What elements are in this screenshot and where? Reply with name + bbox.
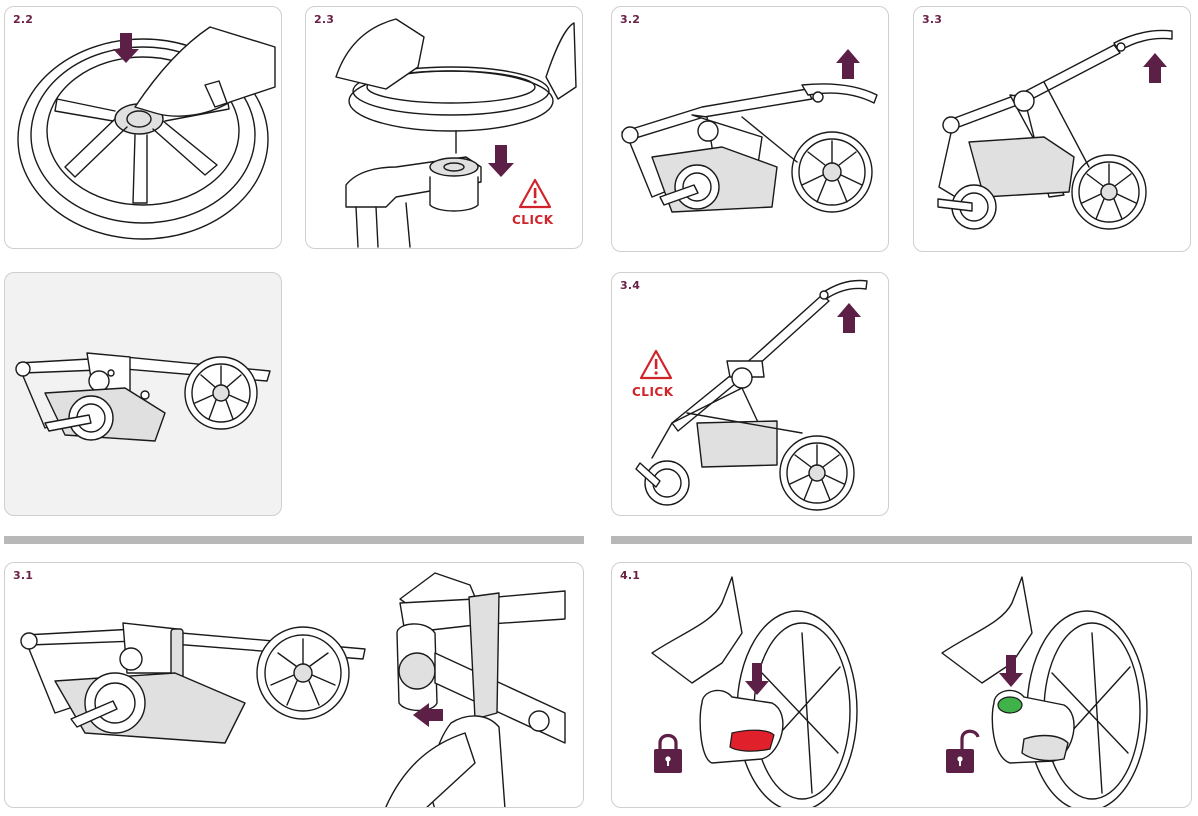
panel-step-4-1: 4.1 xyxy=(611,562,1192,808)
panel-step-3-3: 3.3 xyxy=(913,6,1191,252)
step-label: 3.4 xyxy=(620,279,641,292)
section-divider-right xyxy=(611,536,1192,544)
down-arrow-icon xyxy=(745,663,769,695)
strap-release-illustration xyxy=(20,572,566,807)
step-label: 2.2 xyxy=(13,13,34,26)
step-label: 4.1 xyxy=(620,569,641,582)
warning-triangle-icon xyxy=(639,349,673,380)
step-label: 3.2 xyxy=(620,13,641,26)
brake-illustration xyxy=(651,576,1148,807)
up-arrow-icon xyxy=(836,49,860,79)
step-label: 3.3 xyxy=(922,13,943,26)
panel-step-3-1: 3.1 xyxy=(4,562,584,808)
stroller-unfolded-illustration xyxy=(635,279,868,511)
stroller-unfolding-illustration xyxy=(937,29,1173,230)
up-arrow-icon xyxy=(1143,53,1167,83)
down-arrow-icon xyxy=(999,655,1023,687)
down-arrow-icon xyxy=(113,33,139,63)
panel-step-3-4: 3.4 CLICK xyxy=(611,272,889,516)
unlock-icon xyxy=(946,729,980,773)
wheel-mount-illustration xyxy=(335,18,577,248)
down-arrow-icon xyxy=(488,145,514,177)
stroller-unfolding-illustration xyxy=(621,49,878,213)
up-arrow-icon xyxy=(837,303,861,333)
step-label: 2.3 xyxy=(314,13,335,26)
panel-step-3-2: 3.2 xyxy=(611,6,889,252)
panel-step-2-2: 2.2 xyxy=(4,6,282,249)
click-label: CLICK xyxy=(512,213,554,227)
click-label: CLICK xyxy=(632,385,674,399)
step-label: 3.1 xyxy=(13,569,34,582)
left-arrow-icon xyxy=(413,703,443,727)
section-divider-left xyxy=(4,536,584,544)
wheel-illustration xyxy=(17,26,276,240)
panel-step-2-3: 2.3 CLICK xyxy=(305,6,583,249)
folded-stroller-illustration xyxy=(15,352,271,442)
lock-icon xyxy=(654,733,682,773)
panel-folded-stroller xyxy=(4,272,282,516)
warning-triangle-icon xyxy=(518,178,552,209)
